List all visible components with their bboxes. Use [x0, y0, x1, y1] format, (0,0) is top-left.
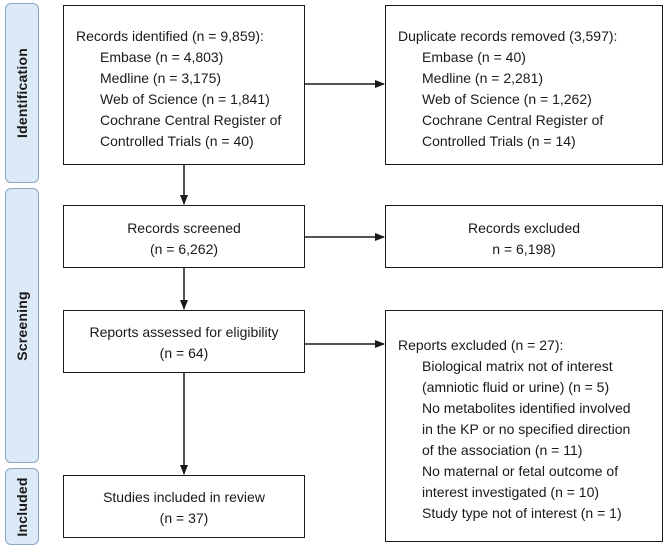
phase-identification: Identification [5, 3, 39, 183]
reports-excluded-reason-4: Study type not of interest (n = 1) [422, 505, 622, 521]
records-identified-cochrane-2: Controlled Trials (n = 40) [100, 133, 254, 149]
studies-included-box: Studies included in review (n = 37) [63, 475, 305, 538]
records-screened-count: (n = 6,262) [149, 241, 219, 257]
reports-excluded-reason-2b: in the KP or no specified direction [422, 421, 631, 437]
records-identified-wos: Web of Science (n = 1,841) [100, 91, 270, 107]
reports-excluded-reason-2c: of the association (n = 11) [422, 442, 583, 458]
reports-excluded-reason-1b: (amniotic fluid or urine) (n = 5) [422, 379, 610, 395]
reports-assessed-title: Reports assessed for eligibility [89, 324, 279, 340]
records-identified-box: Records identified (n = 9,859): Embase (… [63, 5, 305, 165]
records-screened-title: Records screened [127, 220, 241, 236]
phase-identification-label: Identification [14, 48, 30, 138]
records-identified-medline: Medline (n = 3,175) [100, 70, 222, 86]
phase-included: Included [5, 468, 39, 545]
reports-excluded-title: Reports excluded (n = 27): [398, 337, 564, 353]
phase-screening-label: Screening [14, 290, 30, 361]
reports-assessed-count: (n = 64) [159, 345, 209, 361]
duplicates-removed-box: Duplicate records removed (3,597): Embas… [385, 5, 663, 165]
duplicates-cochrane-1: Cochrane Central Register of [422, 112, 604, 128]
duplicates-removed-title: Duplicate records removed (3,597): [398, 28, 618, 44]
reports-excluded-box: Reports excluded (n = 27): Biological ma… [385, 310, 663, 542]
records-identified-embase: Embase (n = 4,803) [100, 49, 224, 65]
records-excluded-count: n = 6,198) [492, 241, 556, 257]
duplicates-medline: Medline (n = 2,281) [422, 70, 544, 86]
duplicates-cochrane-2: Controlled Trials (n = 14) [422, 133, 576, 149]
reports-excluded-reason-2a: No metabolites identified involved [422, 400, 631, 416]
reports-assessed-box: Reports assessed for eligibility (n = 64… [63, 310, 305, 373]
duplicates-wos: Web of Science (n = 1,262) [422, 91, 592, 107]
records-excluded-box: Records excluded n = 6,198) [385, 205, 663, 268]
phase-included-label: Included [14, 476, 30, 537]
studies-included-title: Studies included in review [103, 489, 265, 505]
records-identified-title: Records identified (n = 9,859): [76, 28, 264, 44]
reports-excluded-reason-3a: No maternal or fetal outcome of [422, 463, 619, 479]
phase-screening: Screening [5, 188, 39, 463]
studies-included-count: (n = 37) [159, 510, 209, 526]
reports-excluded-reason-3b: interest investigated (n = 10) [422, 484, 600, 500]
records-screened-box: Records screened (n = 6,262) [63, 205, 305, 268]
duplicates-embase: Embase (n = 40) [422, 49, 526, 65]
records-identified-cochrane-1: Cochrane Central Register of [100, 112, 282, 128]
records-excluded-title: Records excluded [467, 220, 581, 236]
reports-excluded-reason-1a: Biological matrix not of interest [422, 358, 613, 374]
